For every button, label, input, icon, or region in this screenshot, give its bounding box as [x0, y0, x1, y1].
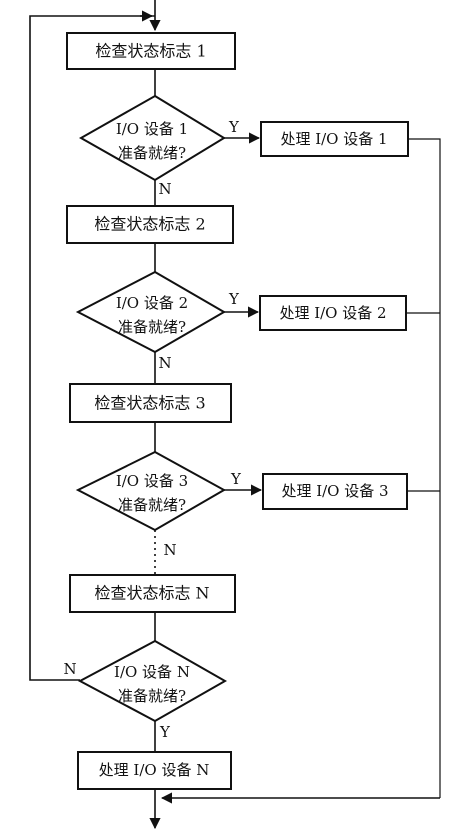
decision-n-line-2: 准备就绪?: [118, 687, 186, 705]
decision-2-no-label: N: [158, 354, 171, 372]
decision-1-no-label: N: [158, 180, 171, 198]
decision-n-yes-label: Y: [159, 723, 171, 741]
process-box-n: [77, 751, 232, 790]
decision-3-no-label: N: [163, 541, 176, 559]
process-label-2: 处理 I/O 设备 2: [279, 304, 386, 322]
decision-2-yes-label: Y: [228, 290, 240, 308]
decision-2-line-1: I/O 设备 2: [116, 294, 188, 312]
process-label-n: 处理 I/O 设备 N: [99, 761, 210, 779]
check-status-box-n: [69, 574, 236, 613]
loop-back-line: [29, 15, 155, 681]
check-status-box-1: [66, 32, 236, 70]
decision-diamond-n: [77, 639, 228, 723]
merge-line-process1: [408, 138, 441, 798]
decision-n-line-1: I/O 设备 N: [114, 663, 190, 681]
decision-3-line-1: I/O 设备 3: [116, 472, 188, 490]
check-status-label-1: 检查状态标志 1: [95, 42, 206, 61]
decision-3-line-2: 准备就绪?: [118, 496, 186, 514]
check-status-label-2: 检查状态标志 2: [94, 215, 205, 234]
decision-1-line-1: I/O 设备 1: [116, 120, 188, 138]
process-label-1: 处理 I/O 设备 1: [280, 130, 387, 148]
decision-diamond-2: [75, 270, 226, 354]
decision-1-yes-label: Y: [228, 118, 240, 136]
decision-diamond-1: [78, 94, 226, 182]
decision-n-no-label: N: [63, 660, 76, 678]
check-status-label-3: 检查状态标志 3: [94, 394, 205, 413]
process-label-3: 处理 I/O 设备 3: [281, 482, 388, 500]
check-status-label-n: 检查状态标志 N: [94, 584, 209, 603]
process-box-3: [262, 473, 408, 510]
check-status-box-3: [69, 383, 232, 423]
decision-2-line-2: 准备就绪?: [118, 318, 186, 336]
decision-diamond-3: [75, 450, 227, 532]
decision-3-yes-label: Y: [230, 470, 242, 488]
decision-1-line-2: 准备就绪?: [118, 144, 186, 162]
check-status-box-2: [66, 205, 234, 244]
